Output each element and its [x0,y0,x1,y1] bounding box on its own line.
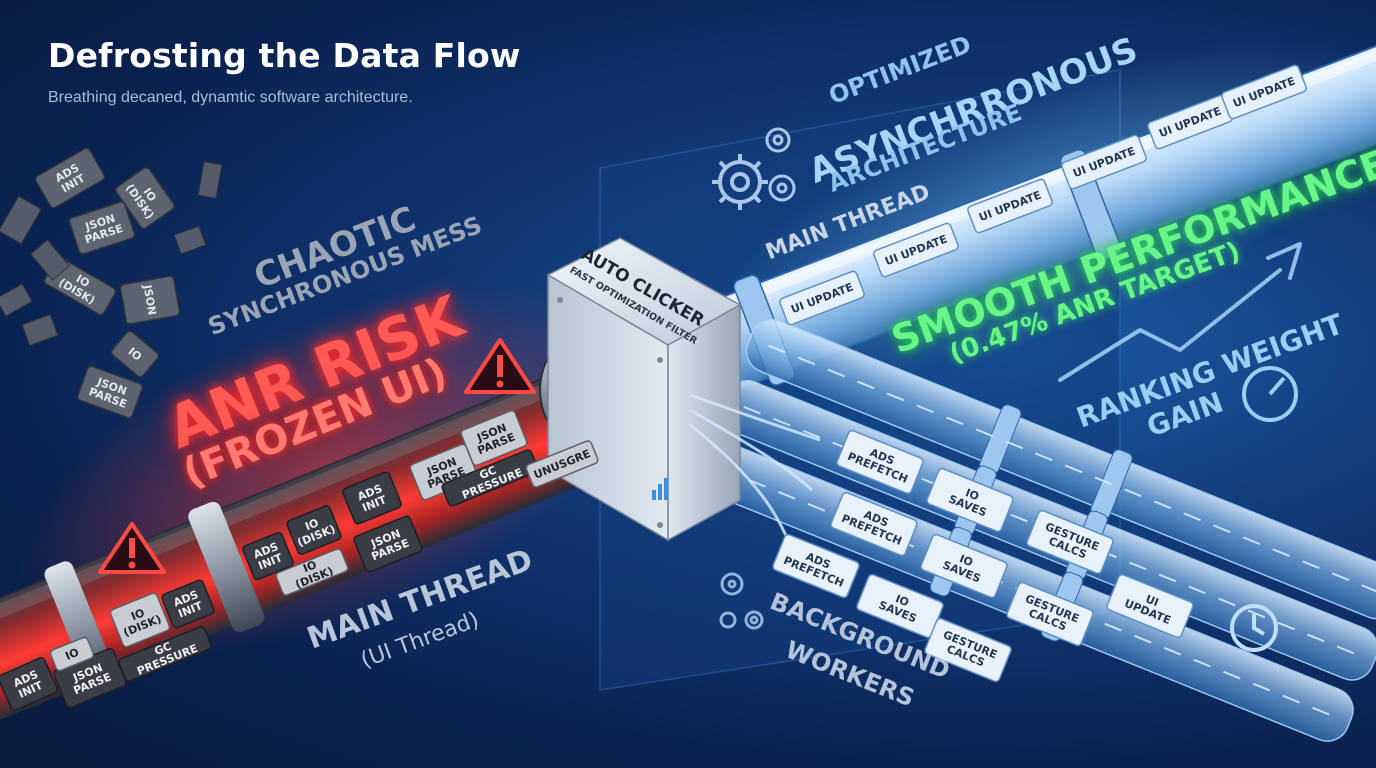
chip-label: JSON [140,283,158,316]
chip-label: IO [963,486,980,503]
trend-arrow-icon [1058,242,1302,382]
page-title: Defrosting the Data Flow [48,36,521,75]
clock-icon [1230,604,1278,652]
chip-label: IO [301,558,318,575]
chip-label: IO [129,606,146,623]
chip-label: GC [153,640,174,658]
debris-shard [0,283,33,317]
ui-update-chip: UI UPDATE [779,270,865,326]
gear-icon [719,572,764,630]
debris-shard [0,195,42,245]
debris-block: JSON [119,275,181,325]
pipe-ring [188,501,265,633]
chip-label: IO [63,646,80,663]
chip-label: IO [303,516,320,533]
chip-label: IO [140,186,158,204]
ui-update-chip: UI UPDATE [1147,94,1233,150]
gear-icon [765,127,796,202]
chip-label: IO [957,552,974,569]
chip-label: GC [478,464,499,482]
debris-shard [29,239,71,281]
debris-block: IO(DISK) [115,166,175,230]
chip-label: UI [1144,592,1161,609]
debris-shard [21,313,59,347]
frozen-task-chip: IO(DISK) [275,548,349,596]
gear-icon [712,154,768,210]
debris-shard [197,161,223,199]
worker-task-cards: ADSPREFETCHIOSAVESGESTURECALCSUIUPDATEAD… [772,429,1194,683]
ui-update-chip: UI UPDATE [1221,64,1307,120]
frozen-task-chip: IO(DISK) [109,592,171,648]
warning-icon [98,522,166,574]
debris-block: IO [110,330,160,378]
header: Defrosting the Data Flow Breathing decan… [48,36,521,107]
gauge-icon [1242,366,1298,422]
chip-label: IO [74,272,92,290]
chip-label: IO [893,592,910,609]
warning-icon [464,338,536,394]
debris-shard [173,225,207,255]
signal-bars-icon [652,478,668,500]
frozen-task-chip: IO [49,636,95,672]
page-subtitle: Breathing decaned, dynamtic software arc… [48,89,413,106]
